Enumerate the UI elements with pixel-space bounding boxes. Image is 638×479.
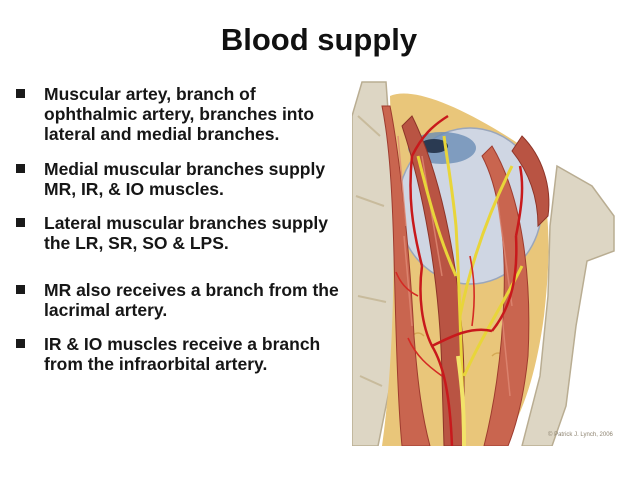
slide-title: Blood supply	[220, 22, 418, 57]
bullet-square-icon	[16, 164, 25, 173]
nerves	[416, 135, 524, 446]
bullet-text: Medial muscular branches supply MR, IR, …	[44, 159, 326, 199]
bullet-item: Medial muscular branches supply MR, IR, …	[12, 159, 352, 199]
bullet-text: Lateral muscular branches supply the LR,…	[44, 213, 328, 253]
bullet-item: Lateral muscular branches supply the LR,…	[12, 213, 352, 253]
muscle-oblique	[511, 135, 550, 228]
bullet-text: MR also receives a branch from the lacri…	[44, 280, 339, 320]
bullet-list: Muscular artey, branch of ophthalmic art…	[12, 84, 352, 374]
bullet-square-icon	[16, 218, 25, 227]
orbit-bone-right	[521, 164, 615, 446]
artist-signature: © Patrick J. Lynch, 2006	[548, 431, 614, 438]
bullet-item: Muscular artey, branch of ophthalmic art…	[12, 84, 352, 144]
muscle-superior	[401, 115, 465, 446]
orbit-anatomy-illustration: © Patrick J. Lynch, 2006	[352, 76, 620, 446]
bullet-item: IR & IO muscles receive a branch from th…	[12, 334, 352, 374]
bullet-square-icon	[16, 339, 25, 348]
bullet-text: IR & IO muscles receive a branch from th…	[44, 334, 321, 374]
bullet-square-icon	[16, 89, 25, 98]
muscle-medial	[381, 105, 431, 446]
bullet-text: Muscular artey, branch of ophthalmic art…	[44, 84, 315, 144]
bullet-item: MR also receives a branch from the lacri…	[12, 280, 352, 320]
arteries	[409, 114, 524, 446]
bullet-square-icon	[16, 285, 25, 294]
